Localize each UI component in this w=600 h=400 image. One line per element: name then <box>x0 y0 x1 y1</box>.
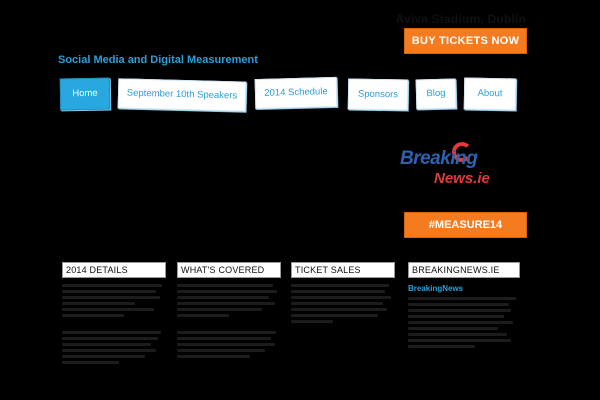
logo-text-top: Breaking <box>400 148 478 169</box>
nav-item-about[interactable]: About <box>463 77 517 111</box>
buy-tickets-button[interactable]: BUY TICKETS NOW <box>404 28 527 54</box>
column-text <box>177 284 281 358</box>
logo-ring-icon <box>452 142 472 162</box>
nav-item-blog[interactable]: Blog <box>415 78 457 110</box>
column-title: WHAT'S COVERED <box>177 262 281 278</box>
column-breakingnews: BREAKINGNEWS.IE BreakingNews <box>408 262 520 348</box>
column-title: 2014 DETAILS <box>62 262 166 278</box>
logo-text-bottom: News.ie <box>434 170 490 187</box>
nav-item-sponsors[interactable]: Sponsors <box>347 78 409 111</box>
column-text <box>62 284 166 364</box>
site-tagline[interactable]: Social Media and Digital Measurement <box>58 54 258 66</box>
column-title: BREAKINGNEWS.IE <box>408 262 520 278</box>
nav-item-schedule[interactable]: 2014 Schedule <box>254 76 338 110</box>
breakingnews-logo[interactable]: Breaking News.ie <box>400 140 520 196</box>
column-text <box>408 297 520 348</box>
nav-item-home[interactable]: Home <box>59 77 111 111</box>
measure14-button[interactable]: #MEASURE14 <box>404 212 527 238</box>
column-ticket-sales: TICKET SALES <box>291 262 395 323</box>
nav-item-speakers[interactable]: September 10th Speakers <box>117 78 247 112</box>
breakingnews-feed-link[interactable]: BreakingNews <box>408 284 464 293</box>
column-title: TICKET SALES <box>291 262 395 278</box>
column-text <box>291 284 395 323</box>
column-2014-details: 2014 DETAILS <box>62 262 166 364</box>
column-whats-covered: WHAT'S COVERED <box>177 262 281 358</box>
venue-label: Aviva Stadium, Dublin <box>395 12 526 26</box>
